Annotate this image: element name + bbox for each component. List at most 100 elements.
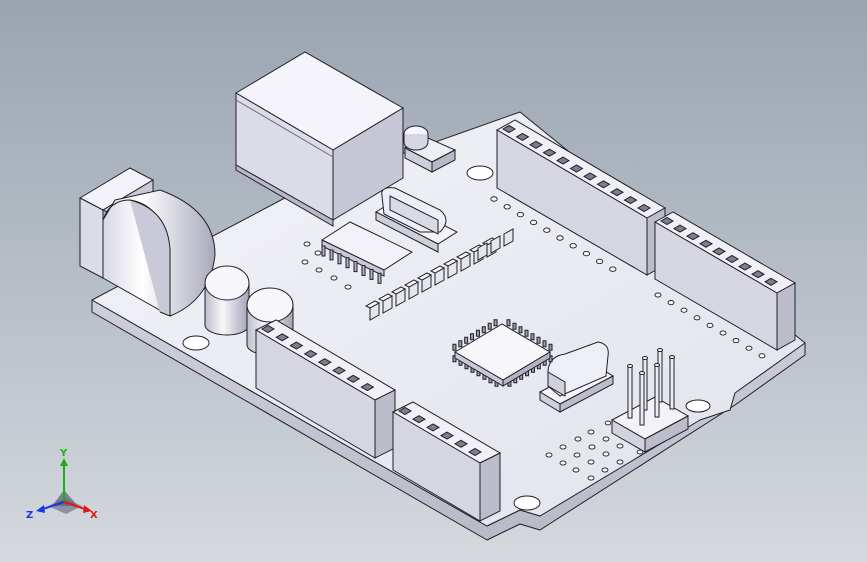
header-socket: [289, 341, 304, 350]
chip-leg: [321, 245, 326, 257]
header-socket: [303, 349, 318, 358]
header-socket: [426, 423, 440, 432]
header-socket: [660, 216, 674, 226]
via: [602, 436, 610, 442]
header-socket: [623, 196, 638, 205]
via: [719, 330, 727, 336]
via: [654, 292, 662, 298]
header-socket: [332, 366, 346, 375]
mounting-hole: [182, 335, 210, 351]
via: [559, 460, 567, 466]
header-socket: [751, 270, 765, 279]
via: [587, 459, 595, 465]
smd-resistor: [503, 228, 514, 247]
header-pin-tip: [657, 348, 663, 352]
reset-button-icon[interactable]: [403, 125, 457, 173]
header-pin-tip: [627, 364, 633, 368]
via: [758, 353, 766, 359]
dc-jack-icon[interactable]: [78, 167, 216, 317]
via: [616, 443, 624, 449]
via: [604, 420, 612, 426]
header-socket: [686, 232, 700, 241]
header-socket: [360, 383, 375, 392]
header-socket: [398, 406, 412, 416]
header-top-right: [653, 211, 797, 351]
view-orientation-triad[interactable]: Y X Z: [24, 448, 104, 528]
mounting-hole: [466, 165, 494, 181]
via: [545, 452, 553, 458]
via: [556, 235, 564, 241]
chip-leg: [475, 329, 480, 337]
soic-chip-icon: [320, 221, 414, 284]
header-pin: [639, 372, 645, 426]
header-pin-tip: [642, 356, 648, 360]
via: [636, 449, 644, 455]
usb-b-icon[interactable]: [235, 51, 404, 227]
via: [314, 250, 322, 256]
mounting-hole: [685, 399, 711, 413]
via: [301, 259, 309, 265]
x-axis-label: X: [90, 510, 98, 521]
via: [745, 345, 753, 351]
chip-leg: [548, 343, 553, 351]
via: [503, 204, 511, 210]
via: [667, 300, 675, 306]
capacitors: [204, 265, 294, 356]
via: [582, 250, 591, 257]
crystal-icon: [374, 187, 459, 253]
header-pin: [669, 356, 675, 410]
header-socket: [764, 277, 778, 286]
via: [572, 467, 580, 473]
chip-leg: [493, 319, 498, 327]
chip-leg: [536, 336, 541, 344]
header-socket: [529, 140, 543, 149]
z-axis-label: Z: [26, 510, 33, 521]
header-socket: [712, 247, 726, 256]
chip-leg: [542, 340, 547, 348]
chip-leg: [345, 257, 350, 269]
via: [587, 475, 595, 481]
header-socket: [275, 333, 290, 342]
smd-resistor-top: [455, 251, 472, 260]
chip-leg: [377, 272, 382, 284]
capacitor-icon: [204, 265, 250, 336]
header-socket: [317, 358, 332, 367]
header-socket: [637, 203, 651, 213]
via: [706, 322, 714, 328]
crystal-icon: [538, 341, 615, 413]
chip-leg: [518, 326, 523, 334]
via: [303, 241, 311, 247]
smd-resistor-top: [429, 265, 446, 274]
header-socket: [610, 188, 624, 197]
header-socket: [583, 172, 597, 181]
header-socket: [454, 439, 468, 448]
smd-resistor-top: [390, 286, 407, 295]
chip-leg: [524, 329, 529, 337]
chip-leg: [464, 336, 469, 344]
via: [732, 338, 740, 344]
chip-leg: [470, 333, 475, 341]
via: [344, 284, 352, 290]
header-pin: [654, 364, 660, 418]
chip-leg: [506, 319, 511, 327]
header-socket: [515, 132, 530, 141]
via: [315, 267, 323, 273]
smd-resistor: [490, 235, 501, 254]
header-socket: [596, 180, 611, 189]
chip-leg: [361, 265, 366, 276]
via: [330, 275, 338, 281]
via: [588, 444, 596, 450]
via: [595, 258, 604, 265]
smd-resistor-top: [364, 300, 381, 309]
via: [616, 459, 624, 465]
smd-resistor-top: [403, 279, 420, 288]
via: [680, 307, 688, 313]
chip-leg: [369, 268, 374, 280]
chip-leg: [530, 333, 535, 341]
smd-resistor-top: [416, 272, 433, 281]
header-socket: [412, 415, 426, 424]
pin-header-icon: [610, 348, 690, 453]
pcb-vias: [301, 196, 766, 481]
